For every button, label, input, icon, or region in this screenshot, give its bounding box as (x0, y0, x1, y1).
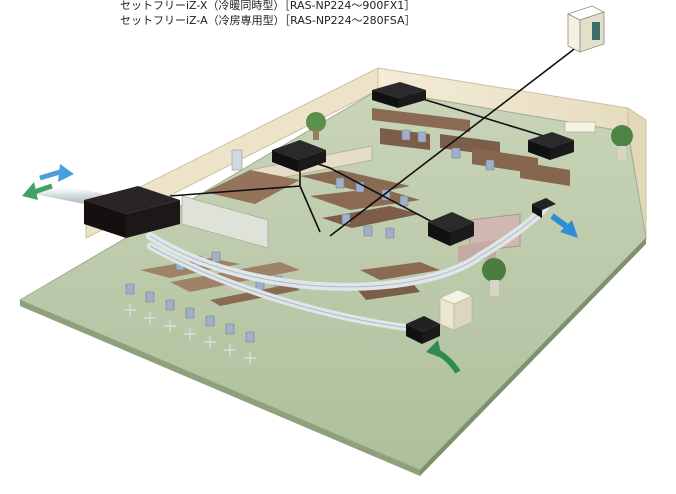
chair-base (184, 328, 196, 340)
plants (306, 112, 633, 296)
duct-end-unit (406, 324, 422, 344)
chair (211, 251, 221, 263)
ceiling-cassette-icon (372, 82, 426, 108)
outdoor-unit-icon (566, 5, 606, 53)
chair-base (144, 312, 156, 324)
desk (520, 162, 570, 186)
duct-unit-icon (84, 186, 180, 238)
caption: セットフリーiZ-X（冷暖同時型）［RAS-NP224〜900FX1］ セットフ… (120, 0, 416, 28)
chair (485, 159, 495, 171)
desk (170, 262, 300, 292)
arrow-outlet (39, 164, 74, 182)
chair (245, 331, 255, 343)
chair-bases (124, 304, 256, 364)
ceiling-cassette-icon (528, 132, 574, 160)
airflow-arrows (22, 164, 578, 374)
desk (372, 108, 470, 132)
plant-icon (611, 125, 633, 160)
pipe (329, 39, 587, 237)
pipe (299, 185, 321, 233)
duct-lower-outline (149, 245, 411, 329)
chair-base (224, 344, 236, 356)
desk (310, 188, 420, 210)
chair-base (244, 352, 256, 364)
duct-curve-outline (149, 205, 547, 288)
ceiling-cassette-icon (428, 212, 474, 246)
chair (165, 299, 175, 311)
chair (451, 147, 461, 159)
cabinet (439, 289, 473, 331)
duct-main (33, 181, 107, 207)
partition-left (181, 195, 269, 249)
ducts (33, 181, 550, 332)
arrow-supply-right (550, 213, 578, 238)
duct-end-unit (406, 316, 440, 332)
chair (185, 307, 195, 319)
arrow-inlet (22, 182, 53, 200)
plant-icon (306, 112, 326, 140)
caption-line-2: セットフリーiZ-A（冷房専用型）［RAS-NP224〜280FSA］ (120, 14, 416, 27)
duct-end-units (406, 198, 556, 344)
chair (401, 129, 411, 141)
plant-icon (482, 258, 506, 296)
chair (125, 283, 135, 295)
chair (363, 225, 373, 237)
desk (360, 262, 440, 280)
chair-base (164, 320, 176, 332)
room (18, 67, 647, 476)
ceiling-cassette-icon (272, 140, 326, 172)
arrow-return-bottom (426, 340, 461, 374)
front-edge (20, 300, 420, 476)
caption-line-1: セットフリーiZ-X（冷暖同時型）［RAS-NP224〜900FX1］ (120, 0, 416, 12)
duct-end-unit (422, 324, 440, 344)
duct-end-unit (532, 198, 556, 210)
chair (399, 195, 409, 207)
desk (205, 170, 300, 204)
chair (335, 177, 345, 189)
chair (225, 323, 235, 335)
wall-window (231, 149, 243, 171)
chair (385, 227, 395, 239)
duct-end-unit (532, 204, 542, 218)
chair-base (124, 304, 136, 316)
wall-frame (564, 121, 596, 133)
chair (205, 315, 215, 327)
chair-base (204, 336, 216, 348)
ceiling-units (272, 82, 574, 246)
chair (145, 291, 155, 303)
chair (417, 131, 427, 143)
wall-details (231, 121, 596, 171)
right-front-edge (420, 238, 646, 476)
